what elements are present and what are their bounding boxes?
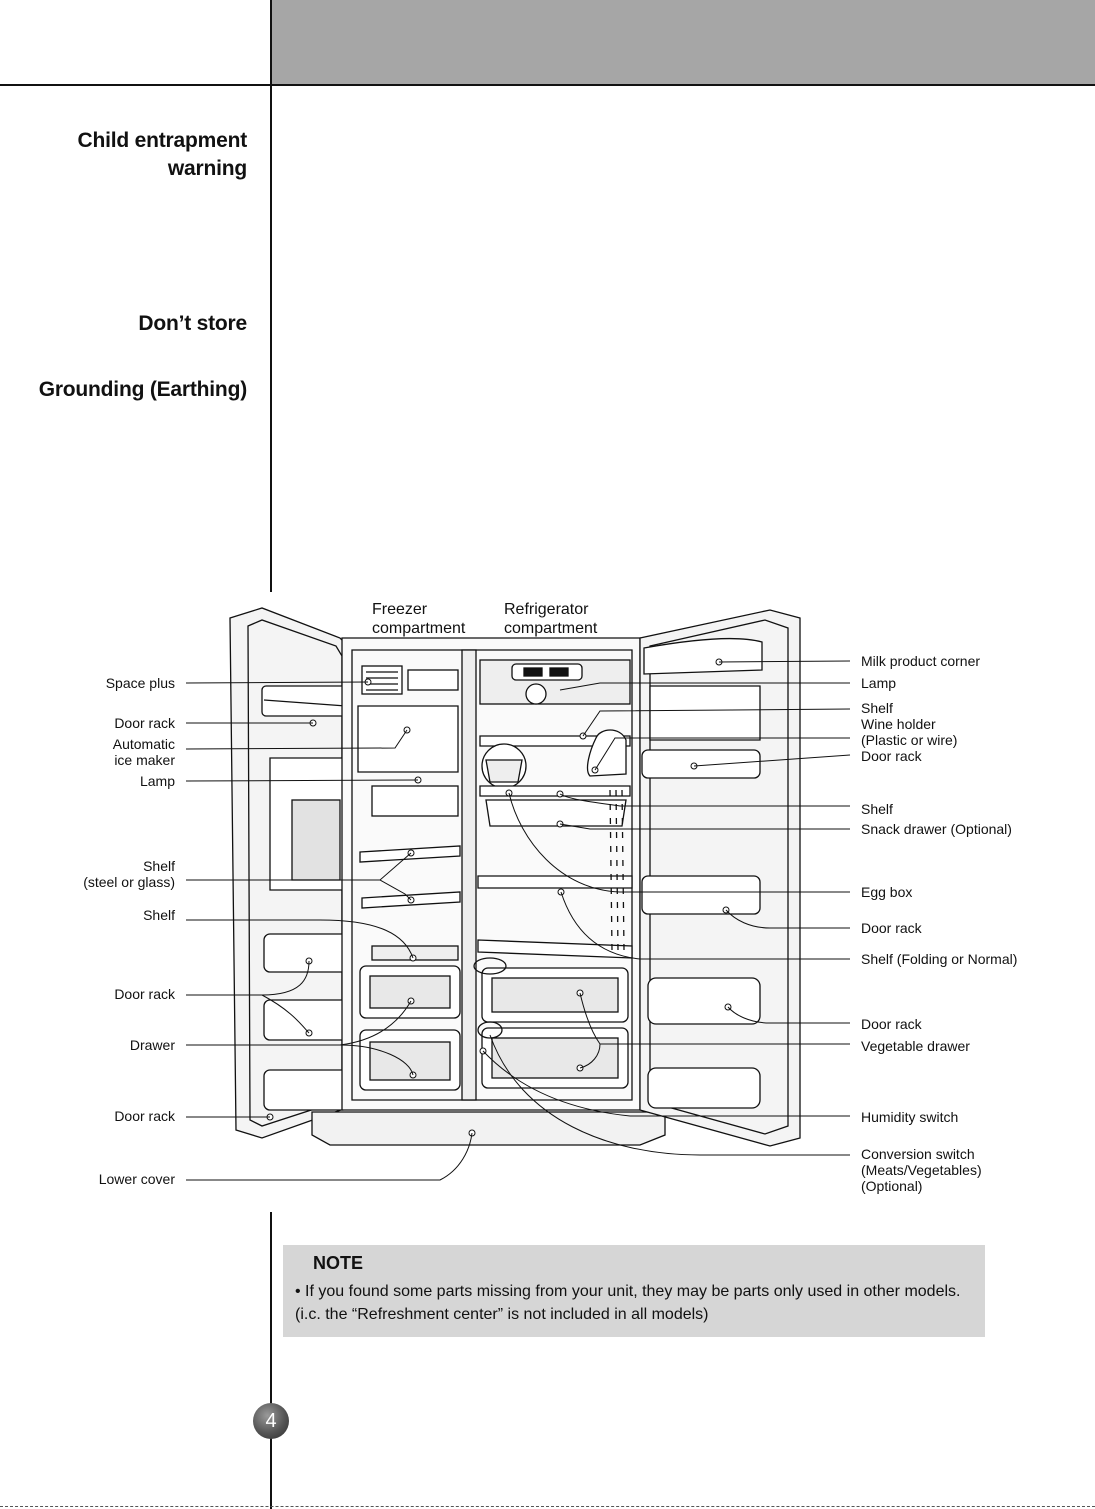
note-title: NOTE — [313, 1253, 364, 1273]
header-bar — [271, 0, 1095, 85]
label-lamp-right: Lamp — [861, 675, 896, 691]
heading-child-entrapment-line2: warning — [167, 157, 247, 180]
label-shelf-right-2: Shelf — [861, 801, 893, 817]
label-lamp-left: Lamp — [140, 773, 175, 789]
heading-dont-store: Don’t store — [138, 312, 247, 335]
label-conversion-switch-line3: (Optional) — [861, 1178, 922, 1194]
label-ice-maker-line1: Automatic — [113, 736, 175, 752]
label-shelf-right-1: Shelf — [861, 700, 893, 716]
header-rule — [0, 84, 1095, 86]
label-shelf-steel-glass-line1: Shelf — [143, 858, 175, 874]
label-wine-holder-line1: Wine holder — [861, 716, 936, 732]
label-space-plus: Space plus — [106, 675, 175, 691]
note-text: • If you found some parts missing from y… — [295, 1283, 961, 1323]
label-snack-drawer: Snack drawer (Optional) — [861, 821, 1012, 837]
margin-divider-lower — [270, 1212, 272, 1509]
label-door-rack-left-2: Door rack — [114, 986, 176, 1002]
label-door-rack-right-3: Door rack — [861, 1016, 923, 1032]
label-lower-cover: Lower cover — [99, 1171, 176, 1187]
label-egg-box: Egg box — [861, 884, 912, 900]
heading-grounding: Grounding (Earthing) — [38, 378, 248, 401]
heading-child-entrapment: Child entrapment warning — [77, 127, 248, 183]
label-door-rack-left-1: Door rack — [114, 715, 176, 731]
heading-child-entrapment-line1: Child entrapment — [77, 129, 248, 152]
leader-lines — [185, 660, 851, 1181]
label-vegetable-drawer: Vegetable drawer — [861, 1038, 970, 1054]
label-shelf-steel-glass-line2: (steel or glass) — [83, 874, 175, 890]
label-conversion-switch-line1: Conversion switch — [861, 1146, 975, 1162]
label-ice-maker-line2: ice maker — [114, 752, 175, 768]
label-milk-product-corner: Milk product corner — [861, 653, 980, 669]
label-shelf-left: Shelf — [143, 907, 175, 923]
label-shelf-folding: Shelf (Folding or Normal) — [861, 951, 1017, 967]
fridge-label-line2: compartment — [504, 620, 598, 637]
label-drawer: Drawer — [130, 1037, 175, 1053]
label-conversion-switch-line2: (Meats/Vegetables) — [861, 1162, 982, 1178]
freezer-label-line2: compartment — [372, 620, 466, 637]
freezer-label-line1: Freezer — [372, 601, 428, 618]
page-bottom-rule — [0, 1506, 1095, 1507]
label-door-rack-right-1: Door rack — [861, 748, 923, 764]
label-wine-holder-line2: (Plastic or wire) — [861, 732, 957, 748]
note-box: NOTE • If you found some parts missing f… — [283, 1245, 985, 1337]
refrigerator-illustration — [229, 607, 801, 1147]
label-door-rack-right-2: Door rack — [861, 920, 923, 936]
fridge-label-line1: Refrigerator — [504, 601, 589, 618]
label-humidity-switch: Humidity switch — [861, 1109, 958, 1125]
refrigerator-diagram: Freezer compartment Refrigerator compart… — [0, 590, 1095, 1210]
page-number-badge: 4 — [253, 1403, 289, 1439]
margin-divider — [270, 0, 272, 592]
label-door-rack-left-3: Door rack — [114, 1108, 176, 1124]
